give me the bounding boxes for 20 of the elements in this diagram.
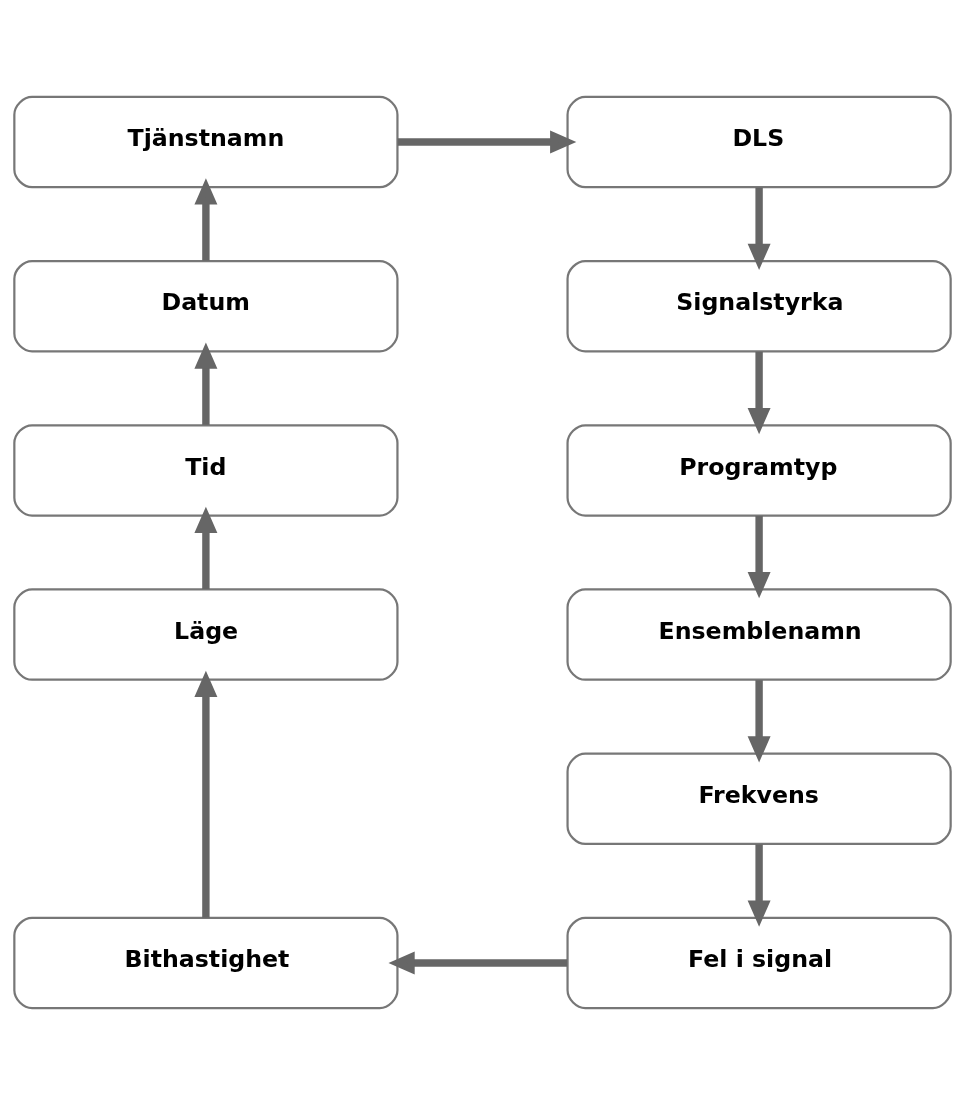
arrow [747, 679, 771, 763]
arrow [194, 177, 218, 261]
node-box: Frekvens [566, 752, 952, 845]
arrow [388, 951, 568, 974]
arrow [747, 843, 771, 927]
arrow [194, 670, 218, 918]
arrow [747, 187, 771, 270]
node-box: Programtyp [566, 423, 952, 517]
node-box: DLS [566, 95, 952, 188]
arrow [747, 515, 771, 598]
node-box: Signalstyrka [566, 259, 952, 352]
node-box: Bithastighet [13, 916, 399, 1009]
arrow [397, 130, 577, 154]
node-box: Ensemblenamn [566, 587, 952, 681]
node-box: Fel i signal [566, 916, 952, 1009]
node-box: Tjänstnamn [13, 95, 399, 188]
arrow [747, 351, 771, 434]
node-box: Tid [13, 423, 399, 517]
node-box: Datum [13, 259, 399, 352]
node-box: Läge [13, 587, 399, 681]
